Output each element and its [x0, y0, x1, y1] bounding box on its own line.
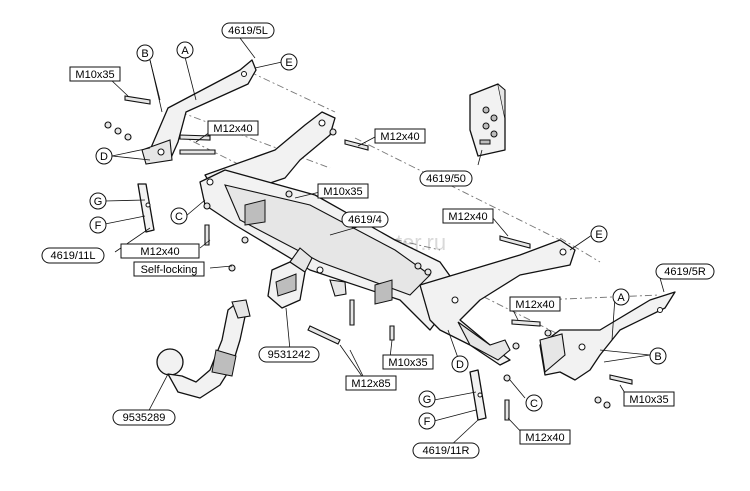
callout-D-right: D [456, 359, 464, 371]
callouts: B A E D C G F E A B D C G F [89, 41, 667, 430]
callout-C-left: C [175, 211, 183, 223]
label-4619-11R: 4619/11R [423, 445, 470, 457]
label-9535289: 9535289 [123, 412, 166, 424]
callout-C-right: C [530, 398, 538, 410]
label-m10x35-center: M10x35 [323, 186, 362, 198]
label-m12x40-right-lower: M12x40 [515, 299, 554, 311]
left-side-bracket [141, 59, 257, 165]
right-socket-bracket [469, 369, 487, 421]
tow-ball-neck [156, 299, 251, 399]
callout-D-left: D [100, 151, 108, 163]
label-m10x35-right: M10x35 [629, 394, 668, 406]
part-number-labels: 4619/5L 4619/50 4619/4 4619/11L 4619/5R … [41, 22, 715, 459]
label-m10x35-top: M10x35 [75, 69, 114, 81]
callout-G-right: G [423, 394, 432, 406]
callout-F-left: F [95, 220, 102, 232]
main-cross-beam [199, 169, 461, 331]
callout-A-right: A [617, 292, 625, 304]
callout-F-right: F [424, 416, 431, 428]
label-4619-5R: 4619/5R [664, 266, 706, 278]
callout-B-left: B [141, 48, 148, 60]
fastener-kit-box [469, 83, 506, 157]
ball-mount-clamp [267, 247, 313, 309]
label-m12x40-right: M12x40 [448, 211, 487, 223]
callout-A-left: A [181, 45, 189, 57]
label-4619-5L: 4619/5L [228, 25, 268, 37]
bolt-size-labels: M10x35 M12x40 M12x40 M10x35 M12x40 M12x4… [69, 66, 675, 445]
label-m12x40-lower-left: M12x40 [140, 246, 179, 258]
callout-E-right: E [595, 229, 602, 241]
left-socket-bracket [137, 183, 155, 233]
label-m12x40-left: M12x40 [213, 123, 252, 135]
callout-G-left: G [94, 196, 103, 208]
callout-E-left: E [285, 57, 292, 69]
label-m12x85: M12x85 [351, 378, 390, 390]
label-m12x40-top: M12x40 [380, 131, 419, 143]
label-9531242: 9531242 [268, 349, 311, 361]
right-side-bracket [539, 291, 676, 381]
bolts [104, 95, 633, 421]
label-m12x40-bottom: M12x40 [525, 432, 564, 444]
label-self-locking: Self-locking [141, 264, 198, 276]
label-4619-50: 4619/50 [426, 173, 466, 185]
right-arm [419, 239, 576, 366]
label-4619-11L: 4619/11L [50, 250, 95, 262]
label-4619-4: 4619/4 [348, 214, 382, 226]
label-m10x35-mid: M10x35 [388, 357, 427, 369]
callout-B-right: B [654, 351, 661, 363]
